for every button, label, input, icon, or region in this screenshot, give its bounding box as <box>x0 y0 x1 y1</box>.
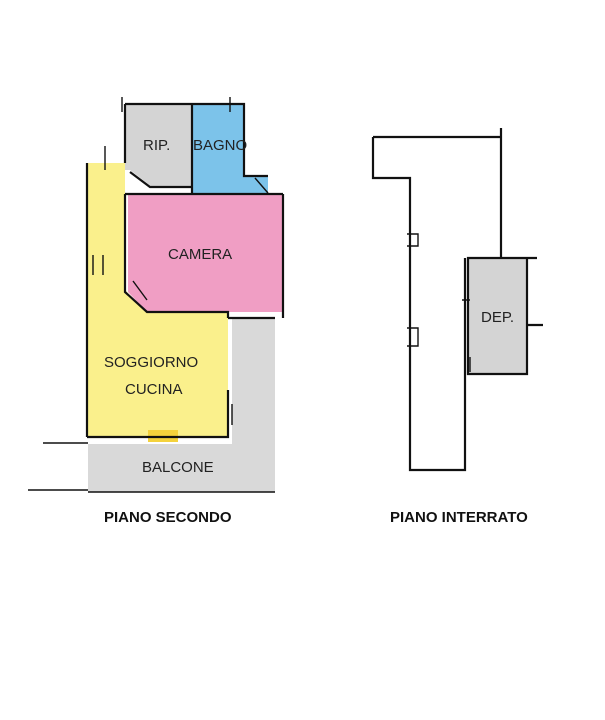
piano-interrato-plan: DEP. PIANO INTERRATO <box>371 128 543 526</box>
label-bagno: BAGNO <box>193 137 247 154</box>
room-camera <box>128 194 283 312</box>
walls-interrato-details <box>407 233 471 372</box>
walls-interrato <box>371 128 543 472</box>
label-rip: RIP. <box>143 137 170 154</box>
room-bagno-annex <box>244 176 268 193</box>
room-bagno <box>193 104 244 193</box>
room-ripostiglio <box>125 104 192 187</box>
label-camera: CAMERA <box>168 246 232 263</box>
floor-title-interrato: PIANO INTERRATO <box>390 509 528 526</box>
label-dep: DEP. <box>481 309 514 326</box>
walls-secondo <box>85 102 285 439</box>
label-cucina: CUCINA <box>125 381 183 398</box>
piano-secondo-plan: RIP. BAGNO CAMERA SOGGIORNO CUCINA BALCO… <box>28 97 285 526</box>
room-soggiorno-cucina <box>87 163 228 437</box>
label-soggiorno: SOGGIORNO <box>104 354 198 371</box>
floor-title-secondo: PIANO SECONDO <box>104 509 232 526</box>
walls-secondo-details <box>28 97 269 491</box>
room-balcone <box>88 318 275 492</box>
label-balcone: BALCONE <box>142 459 214 476</box>
room-deposito <box>468 258 527 374</box>
